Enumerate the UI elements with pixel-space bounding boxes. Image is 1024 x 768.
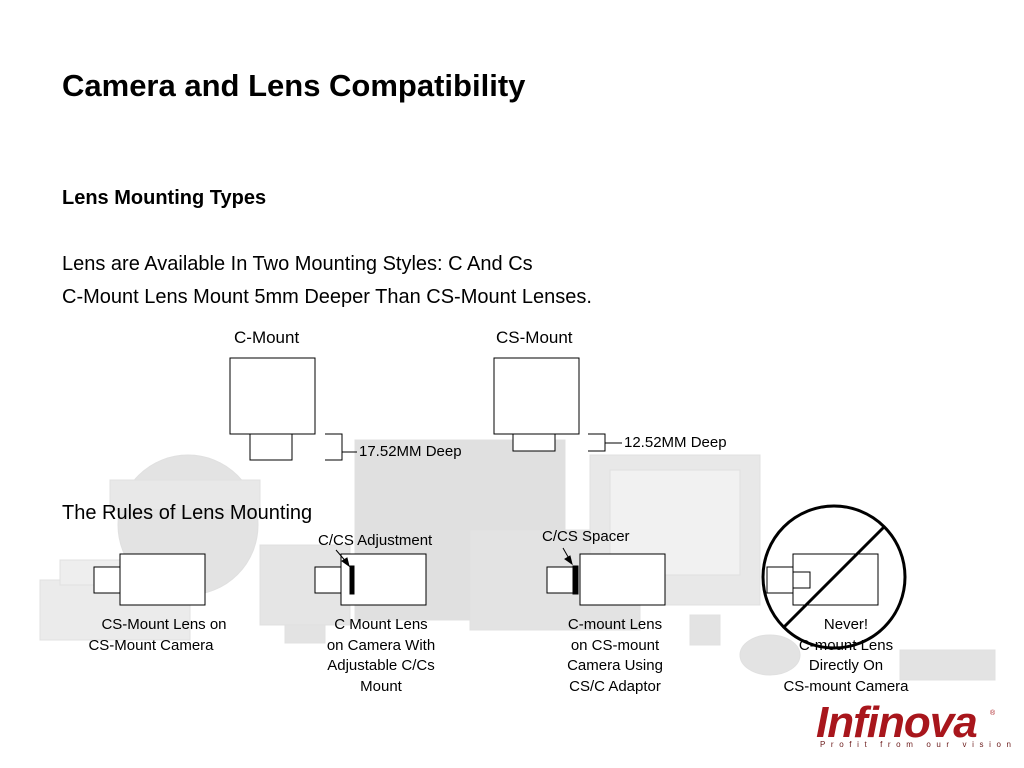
cs-mount-label: CS-Mount [496,328,573,347]
rule3-camera-body [579,553,666,606]
slide-title: Camera and Lens Compatibility [62,68,526,103]
rule2-arrowhead [341,557,350,568]
rules-heading: The Rules of Lens Mounting [62,502,313,524]
prohibition-circle [761,504,907,650]
body-line-2: C-Mount Lens Mount 5mm Deeper Than CS-Mo… [62,286,592,308]
spacer-label: C/CS Spacer [542,528,630,545]
c-mount-camera-body [229,357,316,435]
section-subtitle: Lens Mounting Types [62,187,267,209]
rule3-caption: C-mount Lens on CS-mount Camera Using CS… [567,616,663,695]
rule3-lens [546,566,574,594]
cs-mount-depth: 12.52MM Deep [624,434,727,451]
cs-mount-depth-bracket [588,433,606,452]
c-mount-depth: 17.52MM Deep [359,443,462,460]
logo-wordmark: Infinova [816,698,978,747]
rule3-spacer [572,565,579,595]
adjustment-label: C/CS Adjustment [318,532,433,549]
cs-mount-lens [512,433,556,452]
rule3-arrowhead [564,555,573,566]
rule2-adjustment-ring [349,565,355,595]
c-mount-depth-bracket [325,433,343,461]
prohibition-slash [782,525,886,629]
rule4-mount-stub [792,571,811,589]
rule2-camera-body [340,553,427,606]
rule4-caption: Never! C-mount Lens Directly On CS-mount… [783,616,909,695]
registered-mark: ® [990,710,996,717]
c-mount-lens [249,433,293,461]
rule1-camera-body [119,553,206,606]
infinova-logo: Infinova ® Profit from our vision [816,698,1011,754]
body-line-1: Lens are Available In Two Mounting Style… [62,253,533,275]
logo-tagline: Profit from our vision [820,740,1017,749]
cs-mount-camera-body [493,357,580,435]
rule2-caption: C Mount Lens on Camera With Adjustable C… [326,616,436,695]
c-mount-label: C-Mount [234,328,300,347]
rule1-lens [93,566,121,594]
rule1-caption: CS-Mount Lens on CS-Mount Camera [88,616,227,654]
rule4-lens [766,566,794,594]
rule2-lens [314,566,342,594]
